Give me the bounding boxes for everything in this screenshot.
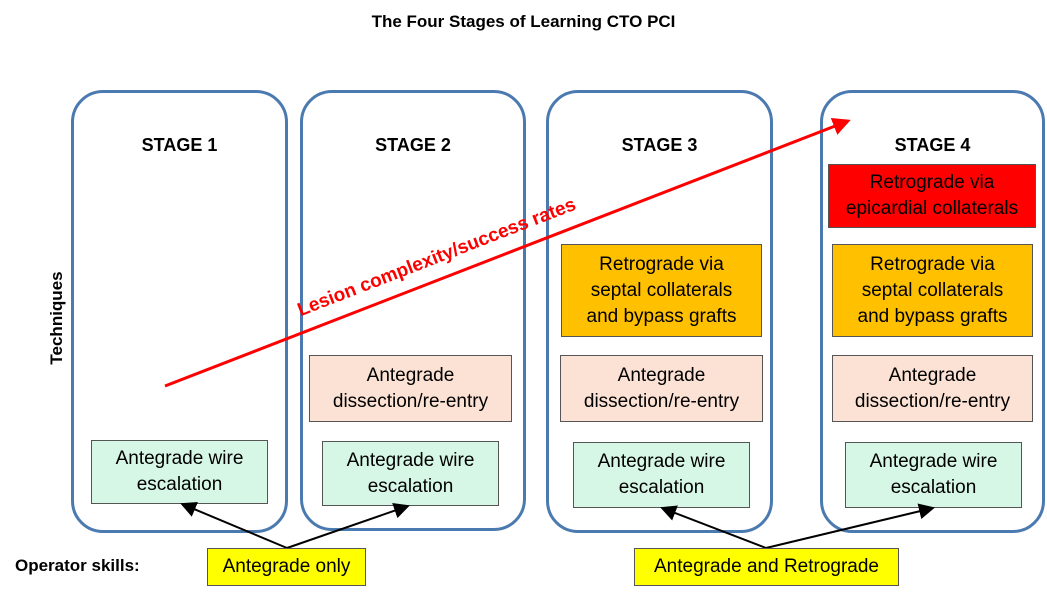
stage-3-wire-escalation: Antegrade wire escalation <box>573 442 750 508</box>
diagram-title: The Four Stages of Learning CTO PCI <box>371 12 676 31</box>
stage-1-title: STAGE 1 <box>141 135 218 155</box>
skill-antegrade-only: Antegrade only <box>207 548 366 586</box>
stage-3-dissection: Antegrade dissection/re-entry <box>560 355 763 422</box>
operator-skills-label: Operator skills: <box>15 556 140 575</box>
stage-2-dissection: Antegrade dissection/re-entry <box>309 355 512 422</box>
stage-3-panel: STAGE 3 <box>546 90 773 533</box>
skill-arrow <box>286 503 410 549</box>
stage-4-wire-escalation: Antegrade wire escalation <box>845 442 1022 508</box>
skill-antegrade-retrograde: Antegrade and Retrograde <box>634 548 899 586</box>
skill-arrow <box>660 505 767 549</box>
stage-4-title: STAGE 4 <box>894 135 971 155</box>
skill-arrow <box>180 502 288 549</box>
stage-4-retrograde-epicardial: Retrograde via epicardial collaterals <box>828 164 1036 228</box>
stage-4-retrograde-septal: Retrograde via septal collaterals and by… <box>832 244 1033 337</box>
techniques-axis-label: Techniques <box>47 271 66 365</box>
stage-1-panel: STAGE 1 <box>71 90 288 533</box>
stage-3-title: STAGE 3 <box>621 135 698 155</box>
stage-2-title: STAGE 2 <box>375 135 451 155</box>
stage-4-dissection: Antegrade dissection/re-entry <box>832 355 1033 422</box>
complexity-arrow <box>164 118 851 388</box>
stage-3-retrograde-septal: Retrograde via septal collaterals and by… <box>561 244 762 337</box>
stage-2-panel: STAGE 2 <box>300 90 526 531</box>
stage-2-wire-escalation: Antegrade wire escalation <box>322 441 499 506</box>
stage-1-wire-escalation: Antegrade wire escalation <box>91 440 268 504</box>
skill-arrow <box>765 503 935 549</box>
stage-4-panel: STAGE 4 <box>820 90 1045 533</box>
